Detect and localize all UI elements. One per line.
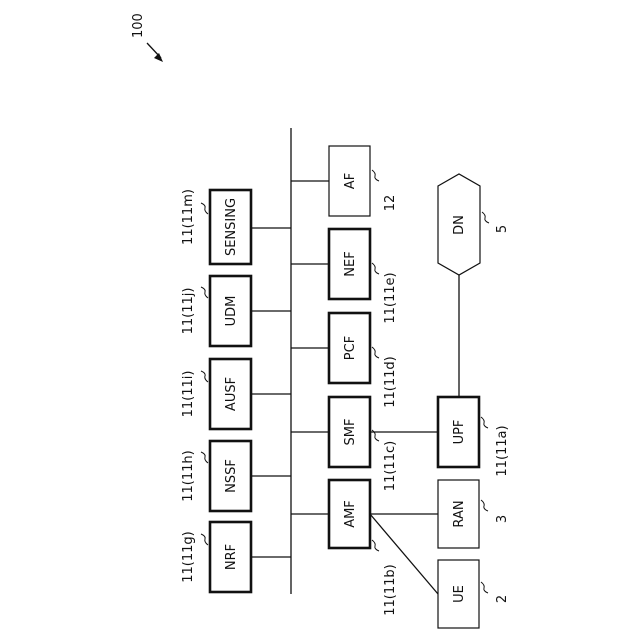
nssf-node: NSSF 11(11h) <box>181 441 291 511</box>
upf-node: UPF 11(11a) <box>438 397 510 477</box>
upf-label: UPF <box>452 420 467 445</box>
nef-label: NEF <box>343 251 358 276</box>
pcf-node: PCF 11(11d) <box>291 313 398 408</box>
ausf-ref: 11(11i) <box>181 371 196 418</box>
dn-node: DN 5 <box>438 174 510 275</box>
sensing-label: SENSING <box>224 198 239 256</box>
ran-label: RAN <box>452 500 467 527</box>
ue-label: UE <box>452 585 467 603</box>
ausf-node: AUSF 11(11i) <box>181 359 291 429</box>
udm-ref: 11(11j) <box>181 288 196 335</box>
amf-ue-link <box>370 514 438 594</box>
sensing-ref: 11(11m) <box>181 189 196 245</box>
udm-node: UDM 11(11j) <box>181 276 291 346</box>
dn-ref: 5 <box>495 225 510 233</box>
af-label: AF <box>343 173 358 189</box>
amf-label: AMF <box>343 500 358 528</box>
amf-node: AMF 11(11b) <box>291 480 398 616</box>
system-ref-arrow <box>147 43 163 62</box>
upf-ref: 11(11a) <box>495 425 510 476</box>
pcf-label: PCF <box>343 336 358 360</box>
nef-ref: 11(11e) <box>383 272 398 323</box>
pcf-ref: 11(11d) <box>383 356 398 407</box>
ran-ref: 3 <box>495 515 510 523</box>
nssf-label: NSSF <box>224 459 239 493</box>
nef-node: NEF 11(11e) <box>291 229 398 324</box>
smf-label: SMF <box>343 419 358 446</box>
af-ref: 12 <box>383 195 398 212</box>
system-ref-label: 100 <box>131 13 146 38</box>
ran-node: RAN 3 <box>438 480 510 548</box>
ausf-label: AUSF <box>224 377 239 411</box>
smf-node: SMF 11(11c) <box>291 397 398 491</box>
dn-label: DN <box>452 215 467 235</box>
nssf-ref: 11(11h) <box>181 450 196 501</box>
nrf-node: NRF 11(11g) <box>181 522 291 592</box>
sensing-node: SENSING 11(11m) <box>181 189 291 264</box>
amf-ref: 11(11b) <box>383 564 398 615</box>
af-node: AF 12 <box>291 146 398 216</box>
ue-ref: 2 <box>495 595 510 603</box>
smf-ref: 11(11c) <box>383 441 398 491</box>
ue-node: UE 2 <box>438 560 510 628</box>
nrf-label: NRF <box>224 544 239 570</box>
nrf-ref: 11(11g) <box>181 531 196 582</box>
udm-label: UDM <box>224 296 239 327</box>
